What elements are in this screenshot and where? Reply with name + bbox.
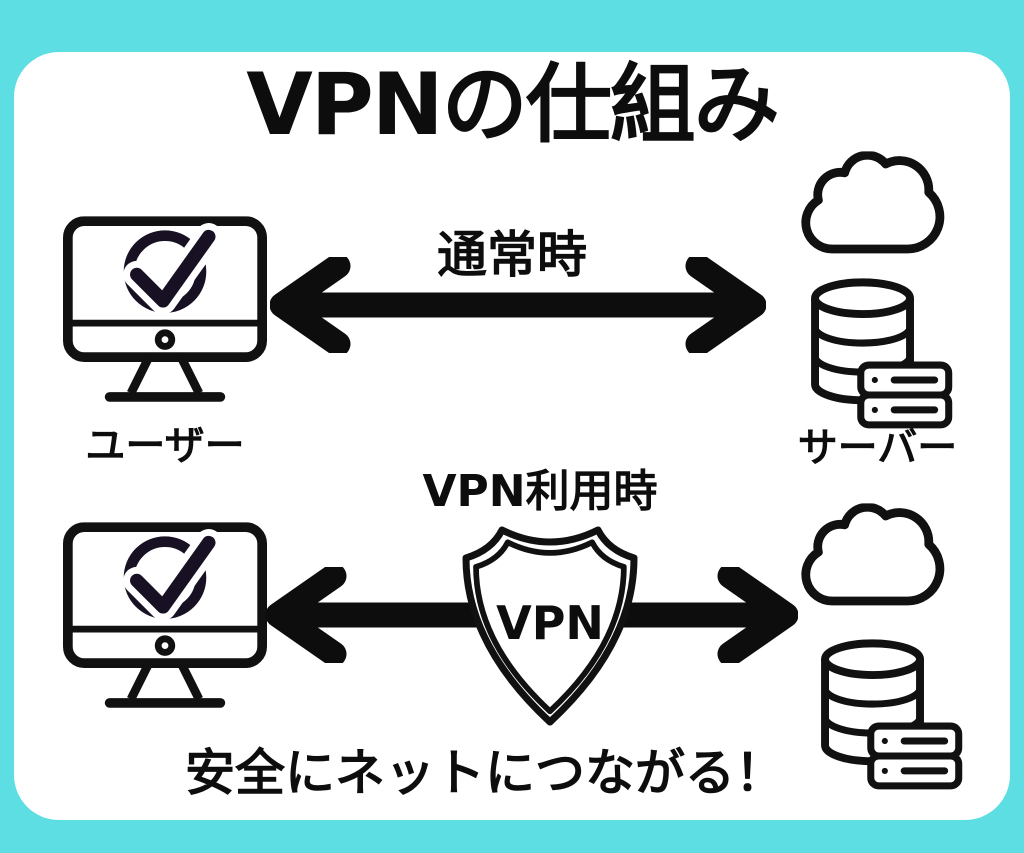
normal-mode-label: 通常時 (437, 226, 587, 284)
user-monitor-check-icon (63, 522, 267, 709)
internet-cloud-icon (792, 502, 958, 614)
double-headed-arrow-icon (270, 257, 766, 353)
user-monitor-check-icon (63, 216, 267, 403)
vpn-mode-label: VPN利用時 (422, 466, 658, 517)
server-label: サーバー (797, 425, 958, 471)
shield-outline (462, 526, 638, 726)
page-title: VPNの仕組み (246, 55, 780, 155)
server-database-icon (808, 277, 954, 432)
vpn-shield-icon: VPN (462, 524, 638, 728)
user-label: ユーザー (85, 423, 245, 469)
internet-cloud-icon (792, 150, 958, 262)
footer-message: 安全にネットにつながる！ (185, 744, 785, 802)
vpn-shield-label: VPN (496, 596, 604, 650)
